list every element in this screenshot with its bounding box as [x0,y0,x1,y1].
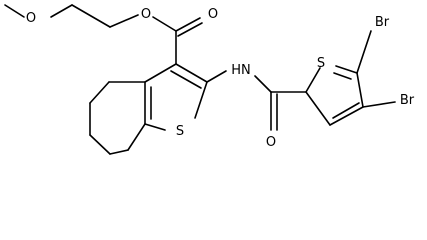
molecule-structure: O O O S HN O S Br Br [4,4,415,155]
bond [356,30,372,74]
thiophene-ring-fused [144,63,208,131]
bond [89,134,111,155]
bond [144,63,177,83]
bond [71,4,111,28]
bromine-right-label: Br [400,93,415,108]
bond [170,70,202,89]
bond [329,106,364,126]
bond [175,63,208,83]
bond [4,4,25,18]
bond [109,149,129,155]
bond [152,16,177,32]
amide-linkage [206,70,307,131]
methoxy-oxygen-label: O [26,11,36,26]
bond [109,14,139,28]
benzothiophene-sulfur-label: S [176,124,184,139]
bond [254,75,272,93]
bond [362,101,396,108]
bond [335,65,358,74]
methoxyethyl-chain [4,4,139,28]
bond [127,123,146,151]
bond [332,102,360,119]
bond [50,4,73,18]
amide-nh-label: HN [231,63,251,78]
bond [89,81,110,104]
bond [356,72,364,108]
ester-carbonyl-oxygen-label: O [208,7,218,22]
bond [305,67,321,93]
bond [206,70,227,83]
bond [305,91,331,126]
bond [175,17,201,32]
bond [194,81,208,119]
bond [144,123,166,131]
bond [333,72,352,80]
cyclohexene-ring [89,81,146,155]
ester-oxygen-label: O [141,7,151,22]
ester-group [152,16,203,65]
bond [177,22,203,37]
amide-oxygen-label: O [266,135,276,150]
bromine-top-label: Br [375,15,390,30]
thiophene-sulfur-label: S [317,56,325,71]
dibromothiophene-ring [305,30,396,126]
